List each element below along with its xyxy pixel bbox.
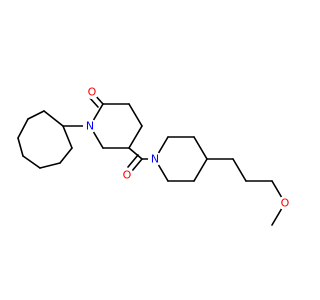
ring-ketone-oxygen-label: O xyxy=(88,86,97,99)
amide-oxygen: O xyxy=(120,168,134,182)
bond xyxy=(43,110,64,127)
bond xyxy=(27,110,45,120)
amide-oxygen-label: O xyxy=(123,169,132,182)
bond xyxy=(62,125,73,149)
ether-oxygen-label: O xyxy=(281,197,290,210)
bond xyxy=(127,154,139,168)
bond xyxy=(128,125,143,149)
bond xyxy=(17,118,29,139)
ring-ketone-oxygen: O xyxy=(85,85,99,99)
bond xyxy=(17,137,24,157)
bonds xyxy=(17,93,286,226)
lactam-nitrogen: N xyxy=(83,119,97,133)
bond xyxy=(128,103,143,127)
molecule-structure: O N O N O xyxy=(17,85,292,226)
bond xyxy=(39,162,61,169)
ether-oxygen: O xyxy=(278,196,292,210)
bond xyxy=(22,155,41,169)
bond xyxy=(131,158,143,172)
piperidine-nitrogen: N xyxy=(148,152,162,166)
bond xyxy=(59,147,73,164)
piperidine-nitrogen-label: N xyxy=(151,153,159,166)
bond xyxy=(193,158,208,182)
bond xyxy=(193,136,208,160)
lactam-nitrogen-label: N xyxy=(86,120,94,133)
bond xyxy=(128,147,143,160)
atom-labels: O N O N O xyxy=(83,85,292,210)
bond xyxy=(232,158,247,182)
